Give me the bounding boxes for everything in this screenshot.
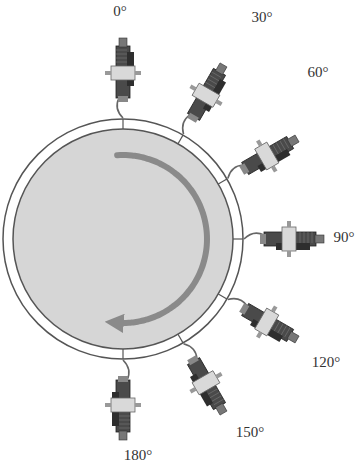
angle-label: 30° bbox=[252, 9, 273, 26]
angle-label: 0° bbox=[113, 3, 127, 20]
ring-tick bbox=[122, 349, 123, 359]
angle-label: 60° bbox=[308, 64, 329, 81]
ring-tick bbox=[178, 135, 183, 144]
sensor-device bbox=[219, 123, 306, 194]
sensor-device bbox=[168, 56, 239, 143]
angle-label: 120° bbox=[312, 354, 341, 371]
sensor-device bbox=[219, 284, 306, 355]
sensor-device bbox=[244, 221, 324, 257]
ring-tick bbox=[218, 294, 227, 299]
sensor-device bbox=[168, 335, 239, 422]
angle-label: 90° bbox=[334, 229, 355, 246]
ring-tick bbox=[218, 179, 227, 184]
angle-label: 150° bbox=[236, 424, 265, 441]
sensor-devices bbox=[105, 38, 324, 440]
rotation-arrow bbox=[114, 155, 207, 323]
outer-ring bbox=[3, 119, 243, 359]
ring-tick bbox=[178, 334, 183, 343]
ring-tick bbox=[122, 119, 123, 129]
sensor-device bbox=[105, 360, 141, 440]
sensor-device bbox=[105, 38, 141, 118]
disk bbox=[13, 129, 233, 349]
angle-label: 180° bbox=[124, 447, 153, 464]
ring-tick bbox=[233, 238, 243, 239]
